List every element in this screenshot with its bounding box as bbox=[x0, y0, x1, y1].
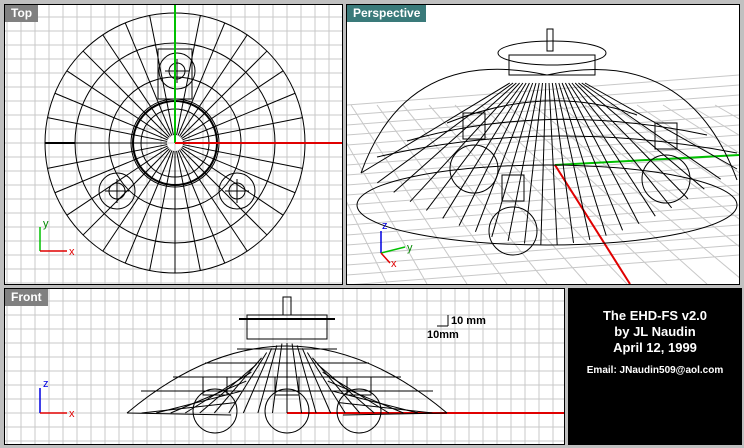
persp-world-y-axis bbox=[554, 154, 739, 166]
perspective-wireframe-model bbox=[356, 28, 738, 256]
top-view-canvas[interactable]: y x bbox=[5, 5, 342, 284]
top-grid bbox=[5, 5, 342, 284]
top-axis-indicator: y x bbox=[39, 218, 75, 258]
info-panel: The EHD-FS v2.0 by JL Naudin April 12, 1… bbox=[568, 288, 742, 445]
info-author: by JL Naudin bbox=[614, 324, 696, 339]
front-wireframe-model bbox=[126, 296, 448, 434]
viewport-tab-front[interactable]: Front bbox=[5, 289, 48, 306]
persp-world-x-axis bbox=[554, 164, 631, 284]
top-axis-y-label: y bbox=[43, 218, 49, 230]
front-grid bbox=[5, 289, 564, 444]
viewport-perspective[interactable]: Perspective z y x bbox=[346, 4, 740, 285]
viewport-tab-perspective[interactable]: Perspective bbox=[347, 5, 427, 22]
dimension-horizontal-label: 10mm bbox=[427, 329, 459, 341]
top-axis-x-label: x bbox=[69, 246, 75, 258]
perspective-view-canvas[interactable]: z y x bbox=[347, 5, 739, 284]
viewport-front[interactable]: Front 10 mm 10mm z x bbox=[4, 288, 565, 445]
viewport-top[interactable]: Top y x bbox=[4, 4, 343, 285]
info-email[interactable]: Email: JNaudin509@aol.com bbox=[586, 365, 724, 376]
viewport-tab-top[interactable]: Top bbox=[5, 5, 39, 22]
info-title: The EHD-FS v2.0 bbox=[602, 308, 708, 323]
front-view-canvas[interactable]: 10 mm 10mm z x bbox=[5, 289, 564, 444]
dimension-marker: 10 mm 10mm bbox=[427, 315, 486, 341]
persp-axis-y-label: y bbox=[407, 242, 413, 254]
dimension-vertical-label: 10 mm bbox=[451, 315, 486, 327]
front-axis-x-label: x bbox=[69, 408, 75, 420]
front-axis-z-label: z bbox=[43, 378, 49, 390]
info-date: April 12, 1999 bbox=[613, 340, 697, 355]
front-axis-indicator: z x bbox=[39, 378, 75, 420]
persp-axis-x-label: x bbox=[391, 258, 397, 270]
perspective-axis-indicator: z y x bbox=[380, 220, 413, 270]
persp-axis-z-label: z bbox=[382, 220, 388, 232]
